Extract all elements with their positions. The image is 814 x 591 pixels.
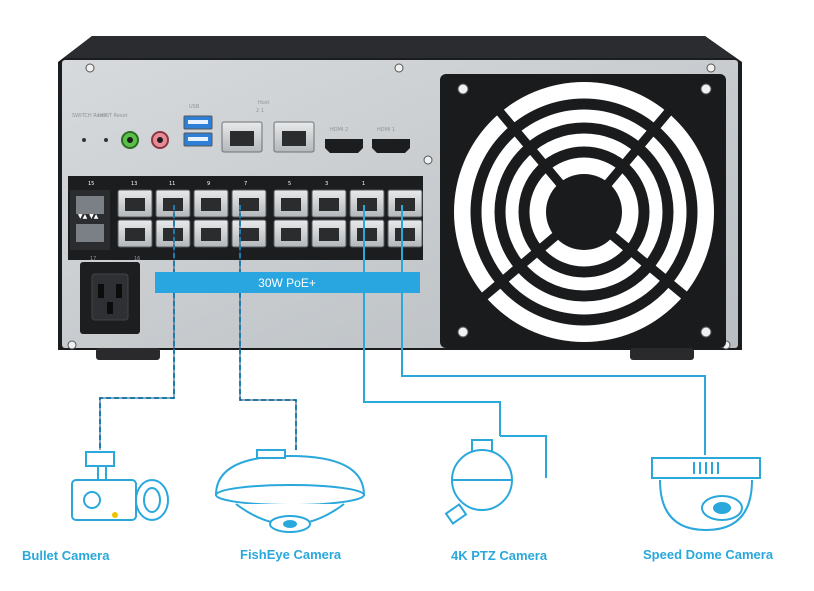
hdmi-1-port[interactable] bbox=[372, 139, 410, 153]
poe-banner-text: 30W PoE+ bbox=[258, 276, 316, 290]
rj45-port-socket bbox=[395, 228, 415, 241]
host-reset-label: HOST Reset bbox=[98, 113, 128, 119]
rj45-port-grid bbox=[117, 189, 423, 248]
speed-dome-camera-icon bbox=[651, 457, 761, 532]
usb-label: USB bbox=[189, 104, 200, 110]
rj45-port-socket bbox=[281, 198, 301, 211]
poe-switch-bank: ▼▲ ▼▲ 15 13 11 9 7 5 3 1 bbox=[68, 176, 423, 260]
cables bbox=[99, 205, 706, 455]
ptz-camera-icon bbox=[444, 435, 547, 525]
svg-text:▼▲ ▼▲: ▼▲ ▼▲ bbox=[78, 213, 99, 220]
top-io-row: SWITCH Reset HOST Reset USB Host 2 1 HDM… bbox=[72, 100, 410, 153]
rj45-port-socket bbox=[201, 228, 221, 241]
port-number-label: 15 bbox=[88, 181, 94, 187]
speed-dome-camera-label: Speed Dome Camera bbox=[643, 547, 774, 562]
host-reset-button[interactable] bbox=[104, 138, 108, 142]
port-number-label: 16 bbox=[134, 256, 140, 262]
switch-reset-button[interactable] bbox=[82, 138, 86, 142]
port-number-label: 3 bbox=[325, 181, 328, 187]
rj45-port-socket bbox=[163, 198, 183, 211]
rj45-port-socket bbox=[125, 198, 145, 211]
ptz-camera-label: 4K PTZ Camera bbox=[451, 548, 548, 563]
bullet-camera-label: Bullet Camera bbox=[22, 548, 110, 563]
rj45-port-socket bbox=[239, 198, 259, 211]
rj45-port-socket bbox=[239, 228, 259, 241]
port-number-label: 9 bbox=[207, 181, 210, 187]
rj45-port-socket bbox=[395, 198, 415, 211]
rj45-port-socket bbox=[281, 228, 301, 241]
rj45-port-socket bbox=[357, 228, 377, 241]
cooling-fan bbox=[440, 74, 726, 348]
host-lan-ports-label: 2 1 bbox=[256, 108, 264, 114]
power-inlet[interactable] bbox=[80, 262, 140, 334]
port-number-label: 11 bbox=[169, 181, 175, 187]
poe-banner: 30W PoE+ bbox=[155, 272, 420, 293]
port-number-label: 7 bbox=[244, 181, 247, 187]
port-number-label: 5 bbox=[288, 181, 291, 187]
port-number-label: 17 bbox=[90, 256, 96, 262]
bullet-camera-icon bbox=[71, 451, 169, 521]
rj45-port-socket bbox=[319, 228, 339, 241]
fisheye-camera-label: FishEye Camera bbox=[240, 547, 342, 562]
rj45-port-socket bbox=[201, 198, 221, 211]
rj45-port-socket bbox=[319, 198, 339, 211]
host-lan-label: Host bbox=[258, 100, 269, 106]
fisheye-camera-icon bbox=[214, 449, 366, 533]
rj45-port-socket bbox=[125, 228, 145, 241]
hdmi-2-port[interactable] bbox=[325, 139, 363, 153]
rj45-port-socket bbox=[163, 228, 183, 241]
switch-reset-label: SWITCH Reset bbox=[72, 113, 107, 119]
poe-banner-bar bbox=[155, 272, 420, 293]
hdmi-2-label: HDMI 2 bbox=[330, 127, 348, 133]
port-number-label: 1 bbox=[362, 181, 365, 187]
port-number-label: 13 bbox=[131, 181, 137, 187]
hdmi-1-label: HDMI 1 bbox=[377, 127, 395, 133]
rj45-port-socket bbox=[357, 198, 377, 211]
port-numbers-top: 15 13 11 9 7 5 3 1 bbox=[88, 181, 365, 187]
